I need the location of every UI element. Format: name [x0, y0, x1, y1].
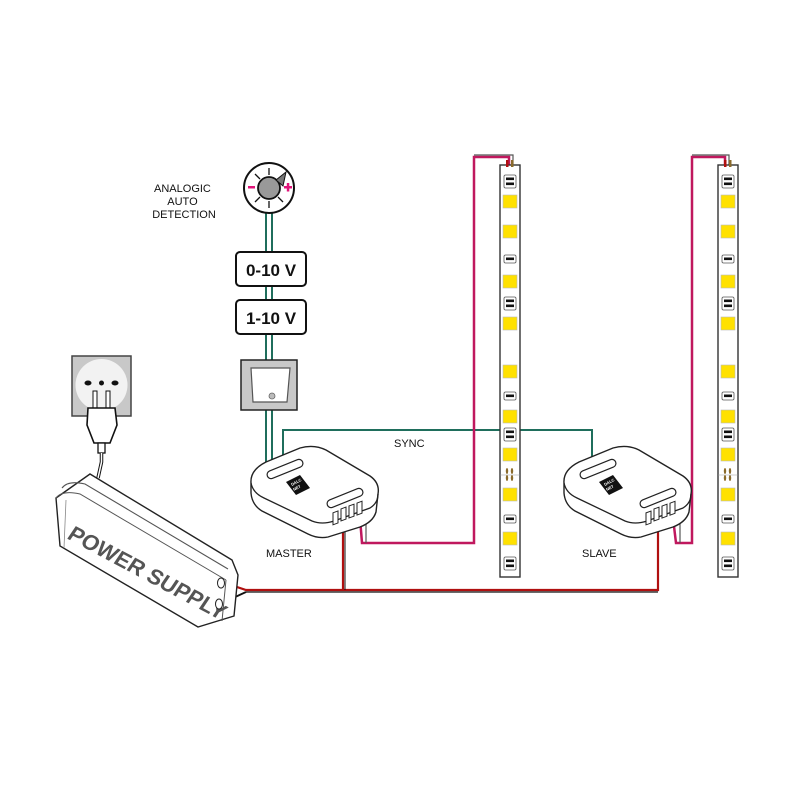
led-chip — [720, 487, 736, 502]
strip-pad — [729, 160, 732, 167]
slave-label: SLAVE — [582, 548, 617, 560]
voltage-0-10-label: 0-10 V — [246, 261, 297, 280]
dalc-net-logo: DALC NET — [599, 475, 623, 495]
led-chip — [720, 274, 736, 289]
potentiometer[interactable] — [243, 162, 295, 214]
svg-text:DALC: DALC — [290, 477, 302, 487]
plus-icon — [284, 183, 292, 192]
master-label: MASTER — [266, 548, 312, 560]
led-chip — [720, 531, 736, 546]
led-chip — [720, 447, 736, 462]
master-led-wire — [358, 155, 511, 545]
dc-output-negative-terminal — [215, 598, 223, 610]
input-1-10v[interactable]: 1-10 V — [235, 299, 307, 335]
power-supply: POWER SUPPLY — [55, 473, 239, 628]
led-chip — [720, 316, 736, 331]
led-chip — [502, 531, 518, 546]
led-chip — [720, 409, 736, 424]
svg-text:DALC: DALC — [603, 477, 615, 487]
led-chip — [502, 447, 518, 462]
strip-pad — [506, 160, 509, 167]
led-chip — [720, 364, 736, 379]
svg-text:NET: NET — [292, 483, 302, 491]
analog-detection-label: ANALOGIC AUTO DETECTION — [152, 183, 216, 221]
switch-indicator-icon — [268, 392, 276, 400]
control-wires — [265, 210, 593, 472]
slave-controller[interactable]: DALC NET — [563, 445, 693, 539]
strip-pad — [724, 160, 727, 167]
master-controller[interactable]: DALC NET — [250, 445, 380, 539]
plug — [86, 390, 118, 479]
voltage-1-10-label: 1-10 V — [246, 309, 297, 328]
push-switch[interactable] — [240, 359, 298, 411]
svg-text:NET: NET — [605, 483, 615, 491]
led-chip — [502, 274, 518, 289]
resistor — [721, 296, 735, 311]
resistor — [721, 427, 735, 442]
led-chip — [502, 316, 518, 331]
resistor — [503, 174, 517, 189]
led-chip — [720, 224, 736, 239]
led-chip — [502, 224, 518, 239]
input-0-10v[interactable]: 0-10 V — [235, 251, 307, 287]
sync-wire — [282, 429, 593, 472]
led-chip — [502, 364, 518, 379]
sync-label: SYNC — [394, 438, 425, 450]
dc-output-positive-terminal — [217, 577, 225, 589]
led-chip — [502, 409, 518, 424]
knob-icon — [257, 176, 281, 200]
dalc-net-logo: DALC NET — [286, 475, 310, 495]
minus-icon — [248, 186, 255, 189]
wall-socket — [71, 355, 132, 417]
resistor — [503, 556, 517, 571]
led-chip — [502, 194, 518, 209]
resistor — [503, 427, 517, 442]
resistor — [721, 174, 735, 189]
led-chip — [502, 487, 518, 502]
led-wires — [358, 155, 727, 545]
resistor — [721, 556, 735, 571]
led-strip-1 — [499, 160, 521, 578]
slave-led-wire — [671, 155, 727, 545]
led-chip — [720, 194, 736, 209]
led-strip-2 — [717, 160, 739, 578]
strip-pad — [511, 160, 514, 167]
resistor — [503, 296, 517, 311]
